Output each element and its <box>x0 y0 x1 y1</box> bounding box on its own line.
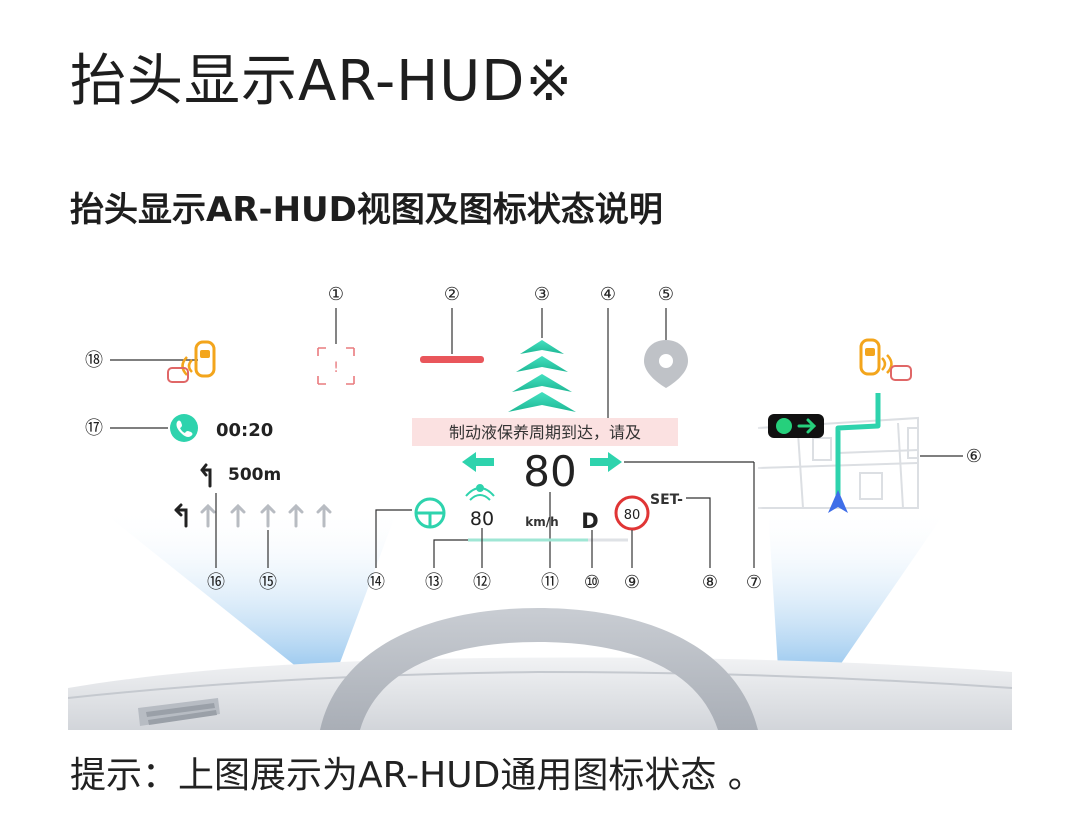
speed-unit: km/h <box>525 515 558 529</box>
lane-change-car-icon-right <box>859 338 912 381</box>
gear-indicator: D <box>581 509 598 533</box>
callout-7: ⑦ <box>746 572 762 593</box>
acc-set-speed: 80 <box>470 508 494 530</box>
nav-distance: 500m <box>228 465 281 485</box>
page-title: 抬头显示AR-HUD※ <box>70 49 574 114</box>
section-title: 抬头显示AR-HUD视图及图标状态说明 <box>70 190 663 230</box>
callout-6: ⑥ <box>966 446 982 467</box>
callout-17: ⑰ <box>85 418 103 439</box>
warning-message: 制动液保养周期到达，请及 <box>449 423 641 442</box>
callout-5: ⑤ <box>658 284 674 305</box>
lane-departure-bar <box>420 356 484 363</box>
call-timer: 00:20 <box>216 420 273 441</box>
callout-1: ① <box>328 284 344 305</box>
warning-message-box <box>412 418 678 446</box>
callout-16: ⑯ <box>207 572 225 593</box>
ar-hud-diagram: ! <box>68 268 1012 730</box>
callout-8: ⑧ <box>702 572 718 593</box>
lane-change-car-icon-left <box>167 340 216 383</box>
callout-10: ⑩ <box>584 572 600 593</box>
speed-limit-sign-icon <box>614 495 650 531</box>
callout-18: ⑱ <box>85 350 103 371</box>
nav-arrow-icon <box>828 490 848 513</box>
route-line <box>835 393 881 498</box>
turn-left-arrow-icon <box>462 452 494 472</box>
callout-numbers: ① ② ③ ④ ⑤ ⑥ ⑦ ⑧ ⑨ ⑩ ⑪ ⑫ ⑬ ⑭ ⑮ ⑯ ⑰ ⑱ <box>85 284 982 593</box>
forward-guidance-chevrons <box>508 340 576 412</box>
callout-13: ⑬ <box>425 572 443 593</box>
callout-4: ④ <box>600 284 616 305</box>
air-vent <box>138 698 220 726</box>
projection-beam-left <box>98 508 398 668</box>
forward-collision-warning-icon <box>317 347 355 385</box>
lane-arrows-straight <box>200 503 332 528</box>
acc-cruise-icon <box>465 484 495 501</box>
projection-beam-right <box>768 508 948 668</box>
callout-3: ③ <box>534 284 550 305</box>
callout-2: ② <box>444 284 460 305</box>
steering-wheel <box>320 608 758 730</box>
dashboard <box>68 657 1012 730</box>
callout-15: ⑮ <box>259 572 277 593</box>
steering-assist-icon <box>414 497 446 529</box>
phone-call-icon <box>170 414 198 442</box>
turn-right-arrow-icon <box>590 452 622 472</box>
callout-14: ⑭ <box>367 572 385 593</box>
speed-limit-value: 80 <box>624 508 641 523</box>
traffic-light-icon <box>768 414 824 438</box>
callout-11: ⑪ <box>541 572 559 593</box>
nav-turn-left-icon <box>200 463 212 488</box>
cruise-status: SET- <box>650 492 683 508</box>
current-speed: 80 <box>523 447 576 496</box>
callout-12: ⑫ <box>473 572 491 593</box>
callout-9: ⑨ <box>624 572 640 593</box>
lane-arrow-left-turn-icon <box>174 503 188 528</box>
hint-text: 提示：上图展示为AR-HUD通用图标状态 。 <box>70 755 764 796</box>
svg-text:!: ! <box>333 360 339 376</box>
